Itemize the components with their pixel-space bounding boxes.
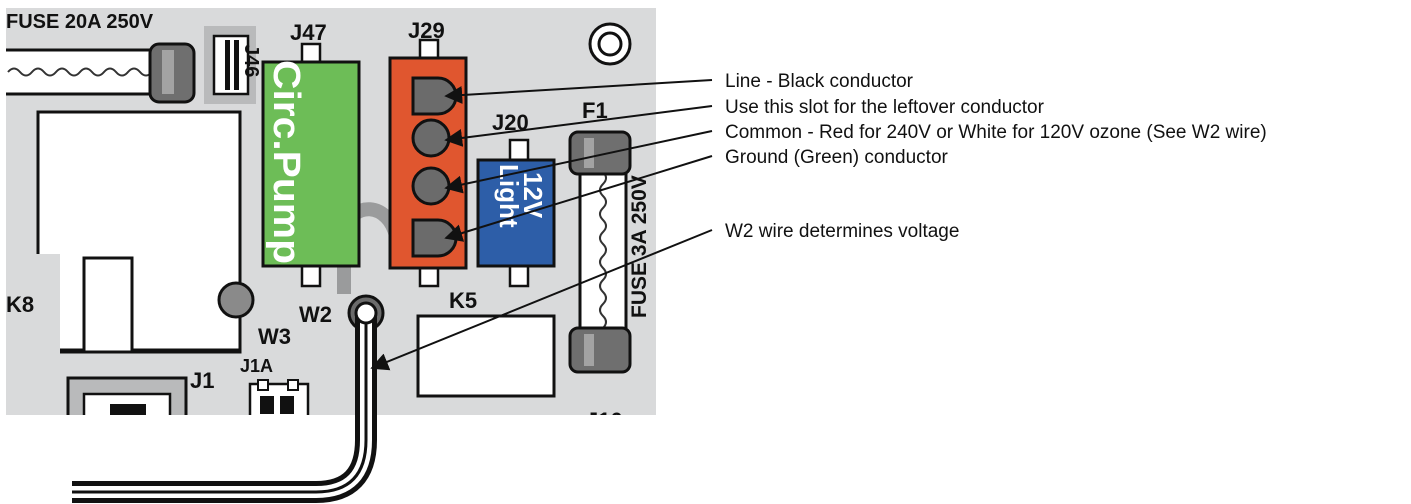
callout-line-conductor: Line - Black conductor xyxy=(725,71,914,92)
j29-connector xyxy=(388,38,468,288)
j47-connector xyxy=(261,42,361,288)
w2-label: W2 xyxy=(299,302,332,327)
k5-relay xyxy=(416,314,556,398)
callout-ground: Ground (Green) conductor xyxy=(725,147,949,168)
w3-hole xyxy=(217,281,255,319)
f1-bottom-cap xyxy=(568,326,632,374)
leader-w2-wire xyxy=(370,229,713,371)
j29-pin-ground xyxy=(411,218,458,258)
j29-pin-leftover xyxy=(411,118,451,158)
j46-jumper xyxy=(204,26,256,104)
circ-pump-label: Circ.Pump xyxy=(265,60,307,264)
callout-common: Common - Red for 240V or White for 120V … xyxy=(725,122,1267,143)
leader-line-conductor xyxy=(444,79,713,105)
callout-w2-wire: W2 wire determines voltage xyxy=(725,221,959,242)
f1-top-cap xyxy=(568,130,632,176)
mounting-hole xyxy=(588,22,632,66)
leader-common xyxy=(444,130,713,194)
j1-connector xyxy=(66,376,188,415)
k8-label: K8 xyxy=(6,292,34,317)
callout-leftover-slot: Use this slot for the leftover conductor xyxy=(725,97,1045,118)
j1a-connector xyxy=(248,379,310,415)
circuit-board: FUSE 20A 250V J46 J47 J29 J20 F1 K8 K5 W… xyxy=(6,8,656,433)
j29-pin-common xyxy=(411,166,451,206)
j46-label: J46 xyxy=(240,44,262,77)
f1-fuse-label: FUSE 3A 250V xyxy=(628,175,651,318)
leader-ground xyxy=(444,155,713,242)
w3-label: W3 xyxy=(258,324,291,349)
k5-label: K5 xyxy=(449,288,477,313)
f1-fuse xyxy=(568,130,632,374)
main-fuse-label: FUSE 20A 250V xyxy=(6,11,154,33)
f1-label: F1 xyxy=(582,98,608,123)
j29-label: J29 xyxy=(408,18,445,43)
w2-wire xyxy=(72,301,378,503)
j10-label: J10 xyxy=(586,408,623,433)
callout-leaders xyxy=(370,79,713,371)
j1-label: J1 xyxy=(190,368,214,393)
j1a-label: J1A xyxy=(240,356,273,376)
leader-leftover-slot xyxy=(444,105,713,147)
main-fuse xyxy=(6,42,196,104)
j47-label: J47 xyxy=(290,20,327,45)
